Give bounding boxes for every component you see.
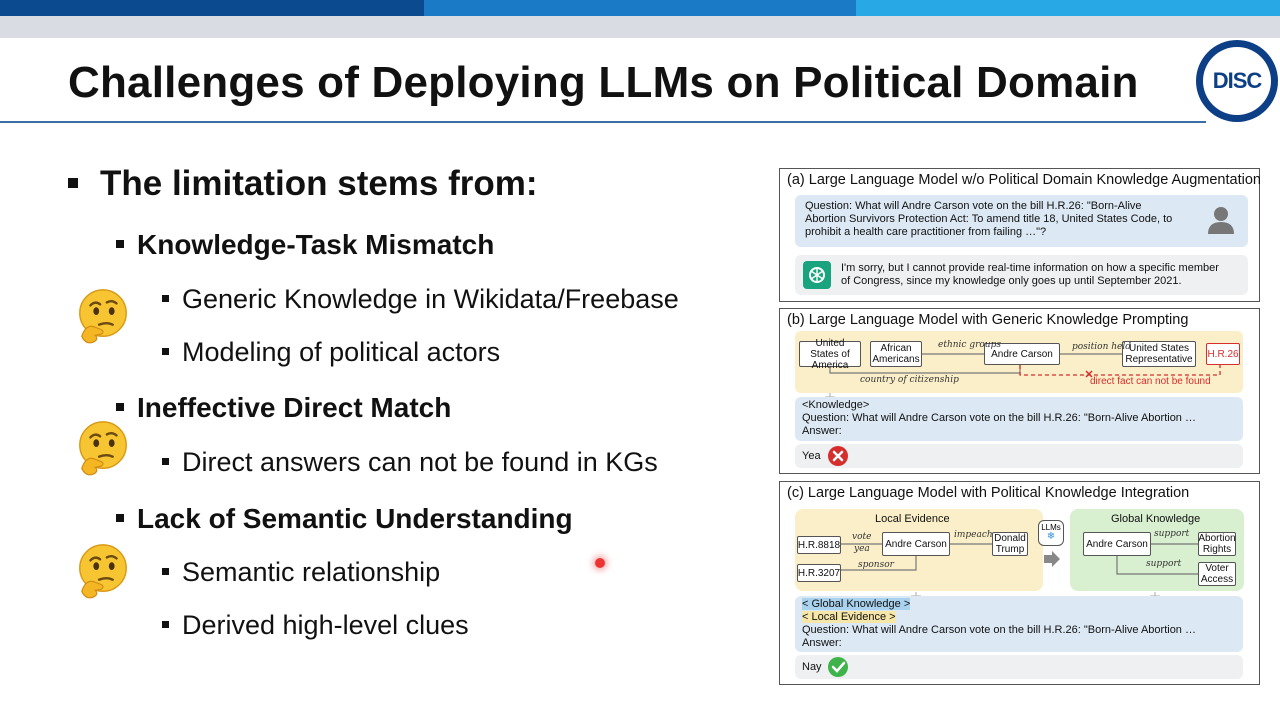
- thinking-face-icon: [79, 421, 127, 476]
- thinking-face-icon: [79, 289, 127, 344]
- edge-label-position-held: position held: [1072, 342, 1132, 352]
- panel-a-title: (a) Large Language Model w/o Political D…: [787, 172, 1261, 188]
- disc-logo: DISC: [1196, 40, 1278, 122]
- figure-panel-a: (a) Large Language Model w/o Political D…: [779, 168, 1261, 302]
- laser-pointer: [595, 558, 605, 568]
- kg-node-us-representative: United States Representative: [1122, 341, 1196, 367]
- panel-c-answer: Nay: [802, 661, 822, 673]
- panel-a-answer-line: I'm sorry, but I cannot provide real-tim…: [841, 262, 1219, 274]
- panel-a-question-box: Question: What will Andre Carson vote on…: [795, 195, 1248, 247]
- edge-label-impeach: impeach: [954, 530, 993, 540]
- panel-b-prompt-box: <Knowledge> Question: What will Andre Ca…: [795, 397, 1243, 441]
- panel-c-title: (c) Large Language Model with Political …: [787, 485, 1190, 501]
- bullet-ineffective-direct-match: Ineffective Direct Match: [116, 392, 451, 424]
- panel-a-question-line: Abortion Survivors Protection Act: To am…: [805, 213, 1173, 225]
- panel-a-question-line: prohibit a health care practitioner from…: [805, 226, 1047, 238]
- kg-node-abortion-rights: Abortion Rights: [1198, 532, 1236, 556]
- bullet-derived-clues: Derived high-level clues: [162, 610, 469, 641]
- global-knowledge-label: Global Knowledge: [1111, 513, 1201, 525]
- arrow-right-icon: [1044, 551, 1060, 567]
- kg-node-african-americans: African Americans: [870, 341, 922, 367]
- panel-a-question-line: Question: What will Andre Carson vote on…: [805, 200, 1142, 212]
- panel-c-prompt-box: < Global Knowledge > < Local Evidence > …: [795, 596, 1243, 652]
- llm-icon: LLMs ❄: [1038, 520, 1064, 546]
- panel-b-title: (b) Large Language Model with Generic Kn…: [787, 312, 1189, 328]
- local-evidence-label: Local Evidence: [875, 513, 950, 525]
- kg-node-hr3207: H.R.3207: [797, 564, 841, 582]
- kg-node-andre-carson-local: Andre Carson: [882, 532, 950, 556]
- figure-panel-c: (c) Large Language Model with Political …: [779, 481, 1260, 685]
- kg-node-voter-access: Voter Access: [1198, 562, 1236, 586]
- check-icon: [828, 657, 848, 677]
- kg-node-andre-carson: Andre Carson: [984, 343, 1060, 365]
- panel-b-edges: [824, 353, 1221, 403]
- bullet-lack-semantic: Lack of Semantic Understanding: [116, 503, 573, 535]
- bullet-political-actors: Modeling of political actors: [162, 337, 500, 368]
- kg-node-donald-trump: Donald Trump: [992, 532, 1028, 556]
- panel-a-answer-box: I'm sorry, but I cannot provide real-tim…: [795, 255, 1248, 295]
- panel-b-prompt-line: <Knowledge>: [802, 399, 870, 411]
- kg-node-hr8818: H.R.8818: [797, 536, 841, 554]
- slide-title: Challenges of Deploying LLMs on Politica…: [68, 58, 1139, 107]
- edge-label-country-of-citizenship: country of citizenship: [860, 375, 959, 385]
- panel-b-answer: Yea: [802, 450, 821, 462]
- panel-c-prompt-line: Answer:: [802, 637, 842, 649]
- edge-label-sponsor: sponsor: [858, 560, 894, 570]
- kg-node-andre-carson-global: Andre Carson: [1083, 532, 1151, 556]
- header-band-mid: [424, 0, 856, 16]
- panel-b-prompt-line: Answer:: [802, 425, 842, 437]
- wrong-cross-icon: [828, 446, 848, 466]
- kg-node-hr26: H.R.26: [1206, 343, 1240, 365]
- user-icon: [1208, 207, 1234, 234]
- edge-label-yea: yea: [854, 544, 870, 554]
- panel-c-prompt-global: < Global Knowledge >: [802, 598, 911, 610]
- missing-fact-label: direct fact can not be found: [1090, 376, 1211, 387]
- logo-text: DISC: [1212, 68, 1263, 93]
- figure-panel-b: (b) Large Language Model with Generic Kn…: [779, 308, 1260, 474]
- kg-node-usa: United States of America: [799, 338, 861, 371]
- edge-label-support: support: [1154, 529, 1190, 539]
- header-band-grey: [0, 16, 1280, 38]
- panel-b-prompt-line: Question: What will Andre Carson vote on…: [802, 412, 1196, 424]
- header-band-dark: [0, 0, 424, 16]
- panel-a-answer-line: of Congress, since my knowledge only goe…: [841, 275, 1182, 287]
- edge-label-support: support: [1146, 559, 1182, 569]
- bullet-semantic-relationship: Semantic relationship: [162, 557, 440, 588]
- panel-c-prompt-line: Question: What will Andre Carson vote on…: [802, 624, 1196, 636]
- header-band-light: [856, 0, 1280, 16]
- bullet-direct-answers: Direct answers can not be found in KGs: [162, 447, 658, 478]
- bullet-generic-knowledge: Generic Knowledge in Wikidata/Freebase: [162, 284, 679, 315]
- chatgpt-icon: [803, 261, 831, 289]
- edge-label-ethnic-groups: ethnic groups: [938, 340, 1001, 350]
- bullet-knowledge-task-mismatch: Knowledge-Task Mismatch: [116, 229, 494, 261]
- thinking-face-icon: [79, 544, 127, 599]
- panel-b-answer-box: Yea: [795, 444, 1243, 468]
- title-divider: [0, 121, 1206, 123]
- llm-label: LLMs: [1041, 523, 1061, 532]
- edge-label-vote: vote: [852, 532, 872, 542]
- bullet-main: The limitation stems from:: [68, 164, 538, 204]
- panel-c-prompt-local: < Local Evidence >: [802, 611, 896, 623]
- panel-c-answer-box: Nay: [795, 655, 1243, 679]
